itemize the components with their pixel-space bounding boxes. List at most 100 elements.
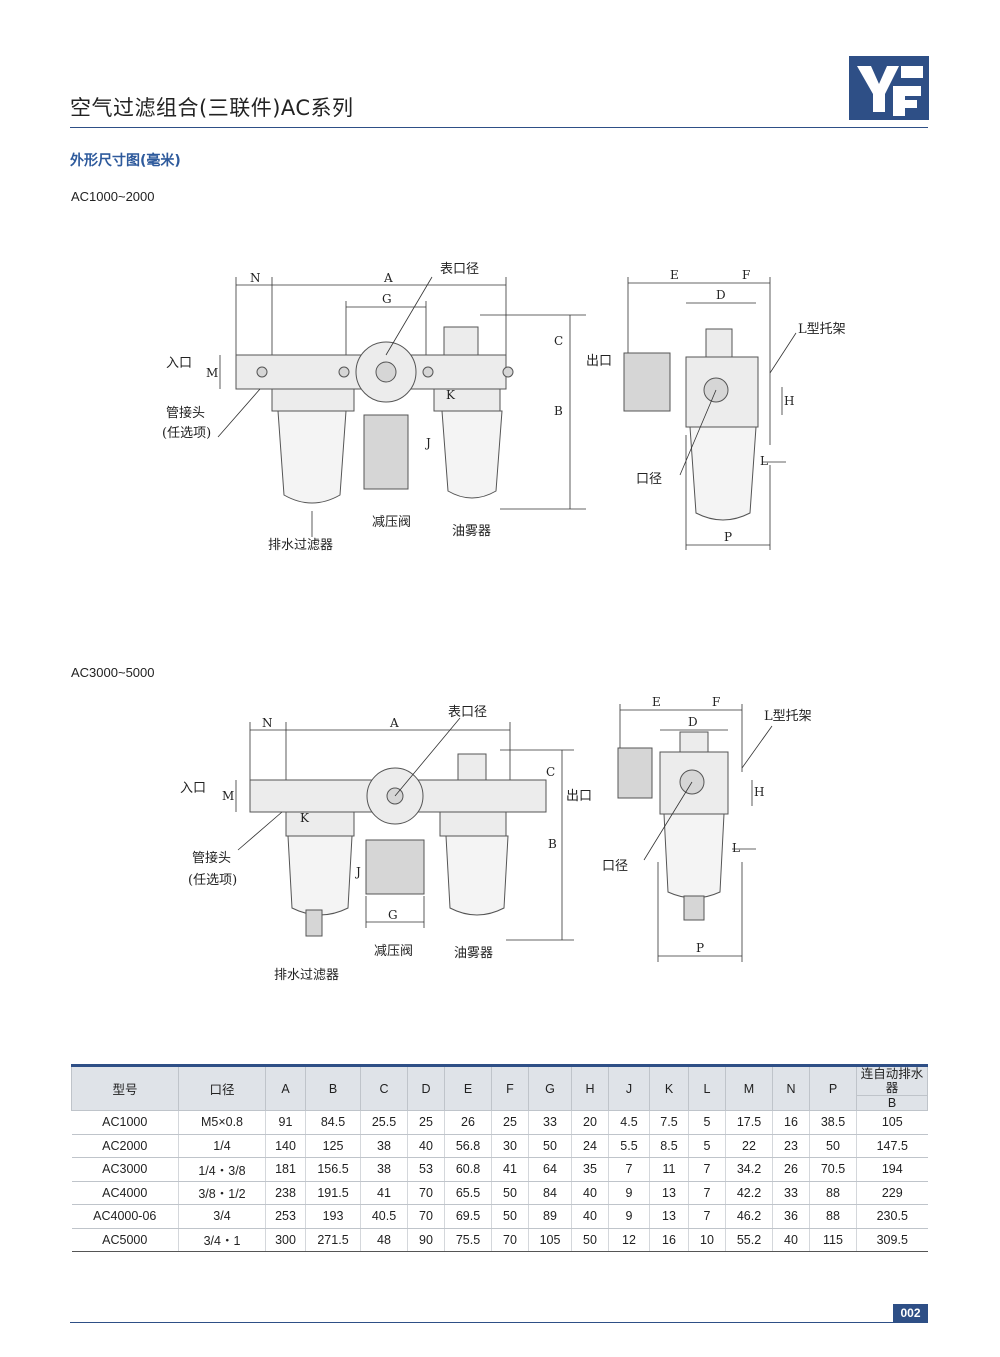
dim2-F-side: F (712, 695, 720, 709)
dim-L-side: L (760, 454, 768, 468)
table-cell: 20 (571, 1110, 609, 1135)
page-title: 空气过滤组合(三联件)AC系列 (70, 96, 354, 120)
table-cell: 50 (491, 1181, 529, 1205)
dim2-B: B (548, 837, 557, 851)
drawing2-label: AC3000~5000 (71, 665, 155, 680)
dim-K: K (446, 388, 456, 402)
table-cell: 50 (528, 1134, 572, 1158)
table-cell: 191.5 (305, 1181, 361, 1205)
table-cell: 25 (407, 1110, 445, 1135)
drawing2-side-view: E F D H L P L型托架 口径 (602, 695, 812, 962)
callout-regulator: 减压阀 (372, 515, 411, 530)
table-cell: 34.2 (725, 1157, 773, 1182)
table-cell: 38 (360, 1157, 408, 1182)
table-cell: 50 (491, 1204, 529, 1229)
col-header: M (725, 1064, 773, 1111)
table-cell: 60.8 (444, 1157, 492, 1182)
table-cell: 181 (265, 1157, 306, 1182)
table-cell: 46.2 (725, 1204, 773, 1229)
table-cell: 48 (360, 1228, 408, 1252)
table-cell: 56.8 (444, 1134, 492, 1158)
dim-D-side: D (716, 288, 726, 302)
callout2-gauge-port: 表口径 (448, 705, 487, 720)
table-cell: 5.5 (608, 1134, 650, 1158)
table-cell: 64 (528, 1157, 572, 1182)
callout-optional: (任选项) (162, 426, 211, 441)
col-header: G (528, 1064, 572, 1111)
drawing1-label: AC1000~2000 (71, 189, 155, 204)
table-cell: M5×0.8 (178, 1110, 266, 1135)
col-header: D (407, 1064, 445, 1111)
table-cell: 33 (772, 1181, 810, 1205)
col-header-drain-top: 连自动排水器 (860, 1067, 924, 1095)
dim-N: N (250, 271, 261, 285)
dim-F-side: F (742, 268, 750, 282)
table-cell: 36 (772, 1204, 810, 1229)
table-cell: 156.5 (305, 1157, 361, 1182)
table-cell: 253 (265, 1204, 306, 1229)
table-cell: 5 (688, 1134, 726, 1158)
dim2-A: A (389, 716, 399, 730)
table-cell: 115 (809, 1228, 857, 1252)
table-cell: 229 (856, 1181, 928, 1205)
col-header: J (608, 1064, 650, 1111)
dim2-K: K (300, 811, 310, 825)
col-header-drain-bottom: B (857, 1095, 927, 1110)
table-cell: 84.5 (305, 1110, 361, 1135)
callout2-inlet: 入口 (180, 781, 206, 796)
table-cell: 50 (809, 1134, 857, 1158)
table-cell: 147.5 (856, 1134, 928, 1158)
table-cell: 30 (491, 1134, 529, 1158)
drawing2-front-view: N A G C B M K J 表口径 入口 出口 管接头 (任选项) 减压阀 … (180, 705, 592, 983)
dim-M: M (206, 366, 218, 380)
spec-table: 型号 口径 A B C D E F G H J K L M N P 连自动排水器… (71, 1064, 928, 1252)
table-cell: 53 (407, 1157, 445, 1182)
col-header: L (688, 1064, 726, 1111)
dim-H-side: H (784, 394, 794, 408)
callout2-fitting: 管接头 (192, 850, 231, 866)
col-header: K (649, 1064, 689, 1111)
table-cell: 193 (305, 1204, 361, 1229)
table-cell: 140 (265, 1134, 306, 1158)
table-cell: 7 (688, 1204, 726, 1229)
table-cell: 3/8・1/2 (178, 1181, 266, 1205)
dim2-M: M (222, 789, 234, 803)
table-cell: 5 (688, 1110, 726, 1135)
table-cell: AC4000-06 (71, 1204, 179, 1229)
dim2-N: N (262, 716, 273, 730)
table-cell: 75.5 (444, 1228, 492, 1252)
table-cell: 17.5 (725, 1110, 773, 1135)
callout2-outlet: 出口 (566, 789, 592, 804)
table-cell: 7 (608, 1157, 650, 1182)
callout-outlet: 出口 (586, 354, 612, 369)
table-cell: 70 (407, 1181, 445, 1205)
col-header: P (809, 1064, 857, 1111)
table-cell: 38.5 (809, 1110, 857, 1135)
callout-port: 口径 (636, 472, 662, 487)
table-cell: 7 (688, 1181, 726, 1205)
callout-lubricator: 油雾器 (452, 524, 491, 539)
drawing1-side-view: E F D H L P L型托架 口径 (623, 268, 846, 550)
callout-inlet: 入口 (166, 356, 192, 371)
dim2-G: G (388, 908, 398, 922)
col-header-drain: 连自动排水器 B (856, 1064, 928, 1111)
table-cell: AC4000 (71, 1181, 179, 1205)
table-cell: 3/4 (178, 1204, 266, 1229)
table-cell: 33 (528, 1110, 572, 1135)
dim-G: G (382, 292, 392, 306)
table-header-row: 型号 口径 A B C D E F G H J K L M N P 连自动排水器… (71, 1064, 928, 1111)
footer-rule (70, 1322, 928, 1323)
table-cell: 84 (528, 1181, 572, 1205)
table-cell: 300 (265, 1228, 306, 1252)
table-cell: 89 (528, 1204, 572, 1229)
table-cell: AC5000 (71, 1228, 179, 1252)
dim2-P-side: P (696, 941, 704, 955)
table-cell: 70.5 (809, 1157, 857, 1182)
table-cell: 4.5 (608, 1110, 650, 1135)
section-heading: 外形尺寸图(毫米) (70, 153, 181, 169)
table-cell: 26 (444, 1110, 492, 1135)
table-cell: 11 (649, 1157, 689, 1182)
dim-B: B (554, 404, 563, 418)
